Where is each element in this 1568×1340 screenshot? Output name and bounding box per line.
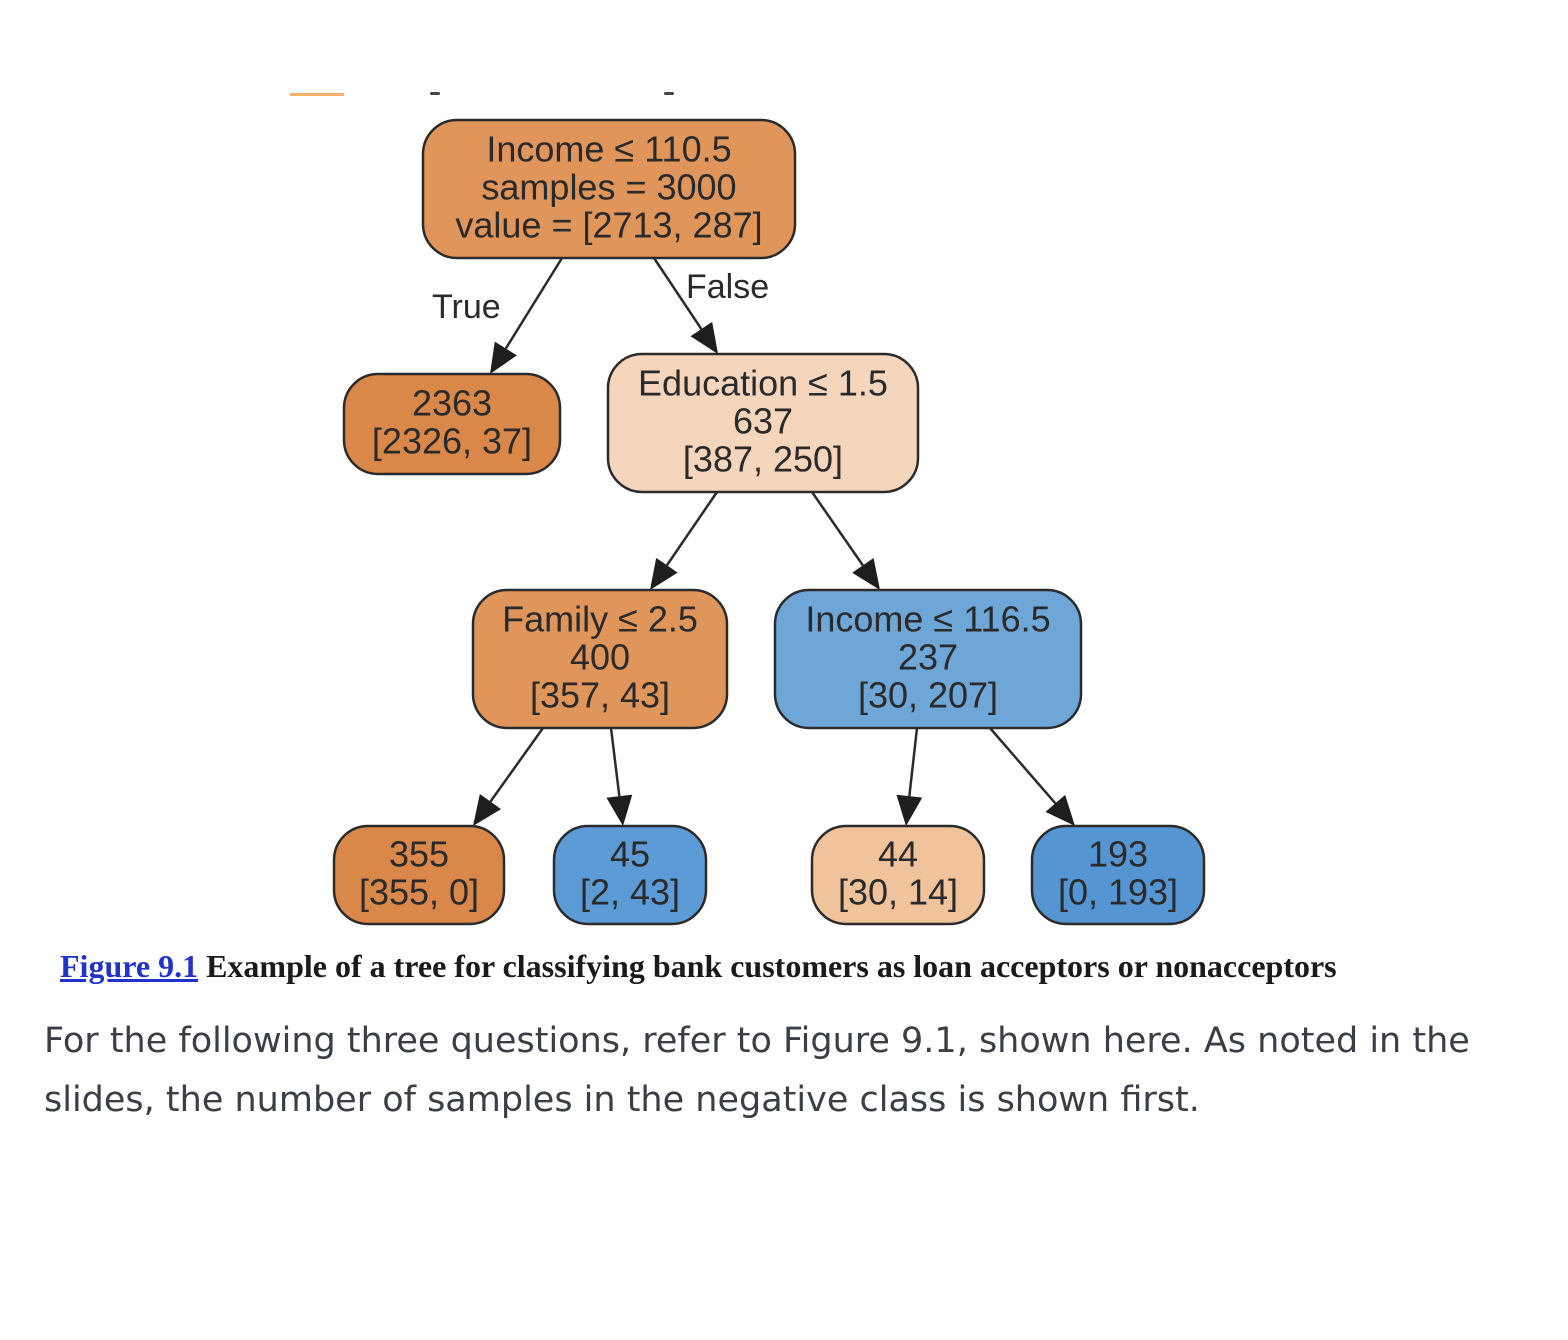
node-label-line: [387, 250] [683,439,843,480]
node-label-line: 193 [1088,834,1148,875]
false-edge-label: False [686,268,769,306]
edge-income2-to-leaf-44 [896,727,923,826]
node-box [421,118,797,260]
arrow-head [896,794,923,826]
node-label-line: 400 [570,637,630,678]
node-box [1030,824,1206,926]
arrow-head [606,794,633,826]
node-label-line: Income ≤ 116.5 [805,599,1050,640]
tree-edges [473,257,1075,826]
arrow-head [1045,794,1075,826]
edge-line [609,727,621,797]
edge-root-to-leaf-true [490,257,564,374]
node-label-line: [30, 207] [858,675,998,716]
node-box [606,352,920,494]
edge-family-to-leaf-355 [473,727,545,826]
arrow-head [852,557,880,590]
node-label-line: Education ≤ 1.5 [638,363,888,404]
node-label-line: [2326, 37] [372,421,532,462]
node-box [810,824,986,926]
node-label-line: [357, 43] [530,675,670,716]
edge-root-to-education [652,257,718,354]
node-label-line: 2363 [412,383,492,424]
node-label-line: [0, 193] [1058,872,1178,913]
node-label-line: samples = 3000 [481,167,736,208]
arrow-head [490,341,517,374]
node-label-line: Income ≤ 110.5 [486,129,731,170]
figure-link[interactable]: Figure 9.1 [60,948,199,984]
edge-income2-to-leaf-193 [989,727,1075,826]
caption-text: Example of a tree for classifying bank c… [198,948,1337,984]
tree-node-leaf-45: 45[2, 43] [552,824,708,926]
node-label-line: 637 [733,401,793,442]
node-label-line: [30, 14] [838,872,958,913]
node-label-line: 355 [389,834,449,875]
top-decoration-tick [664,92,674,95]
node-label-line: [355, 0] [359,872,479,913]
top-decoration-line [290,93,344,96]
edge-education-to-family [650,491,719,590]
node-box [342,372,562,476]
edge-family-to-leaf-45 [606,727,633,826]
node-box [552,824,708,926]
edge-line [665,491,719,566]
arrow-head [650,557,678,590]
edge-line [652,257,703,330]
edge-line [810,491,864,567]
node-box [332,824,506,926]
edge-line [489,727,545,803]
node-box [773,588,1083,730]
arrow-head [690,321,718,354]
node-label-line: [2, 43] [580,872,680,913]
node-label-line: 45 [610,834,650,875]
edge-line [504,257,564,350]
question-intro-paragraph: For the following three questions, refer… [44,1021,1470,1120]
edge-line [908,727,919,797]
node-box [471,588,729,730]
top-decoration-tick [430,92,440,95]
node-label-line: 44 [878,834,918,875]
node-label-line: value = [2713, 287] [455,205,762,246]
tree-node-leaf-44: 44[30, 14] [810,824,986,926]
figure-caption: Figure 9.1 Example of a tree for classif… [60,948,1520,985]
tree-node-leaf-true: 2363[2326, 37] [342,372,562,476]
arrow-head [473,794,502,826]
node-label-line: 237 [898,637,958,678]
edge-education-to-income2 [810,491,880,590]
edge-line [989,727,1057,805]
tree-node-leaf-355: 355[355, 0] [332,824,506,926]
node-label-line: Family ≤ 2.5 [502,599,698,640]
true-edge-label: True [432,288,501,326]
tree-node-leaf-193: 193[0, 193] [1030,824,1206,926]
